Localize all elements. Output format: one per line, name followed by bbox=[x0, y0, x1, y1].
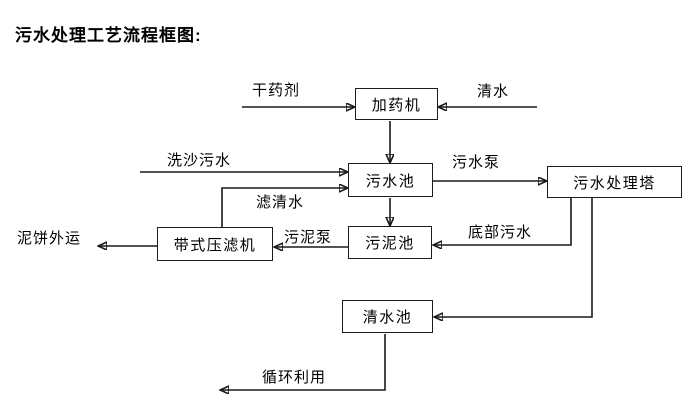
label-sand-washing-sewage: 洗沙污水 bbox=[167, 152, 232, 169]
node-dosing-machine: 加药机 bbox=[355, 88, 438, 120]
page-title: 污水处理工艺流程框图: bbox=[15, 26, 202, 45]
label-dry-chemical: 干药剂 bbox=[252, 82, 301, 99]
node-clean-water-pool: 清水池 bbox=[342, 300, 433, 333]
label-mud-cake-transport: 泥饼外运 bbox=[17, 230, 82, 247]
node-sludge-pool: 污泥池 bbox=[348, 226, 432, 259]
label-clean-water: 清水 bbox=[477, 83, 510, 100]
label-filtered-water: 滤清水 bbox=[256, 194, 305, 211]
label-recycling: 循环利用 bbox=[262, 369, 327, 386]
label-sludge-pump: 污泥泵 bbox=[284, 229, 333, 246]
arrow-filtered-water-belt-press-to-sewage-pool bbox=[221, 188, 347, 227]
arrow-bottom-sewage-tower-to-sludge-pool bbox=[434, 198, 572, 245]
arrow-tower-to-clean-water-pool bbox=[435, 198, 593, 317]
label-sewage-pump: 污水泵 bbox=[452, 154, 501, 171]
node-treatment-tower: 污水处理塔 bbox=[547, 166, 682, 198]
label-bottom-sewage: 底部污水 bbox=[468, 224, 533, 241]
arrow-clean-water-pool-to-recycling bbox=[221, 334, 386, 390]
node-belt-filter-press: 带式压滤机 bbox=[157, 227, 273, 261]
node-sewage-pool: 污水池 bbox=[348, 163, 433, 197]
